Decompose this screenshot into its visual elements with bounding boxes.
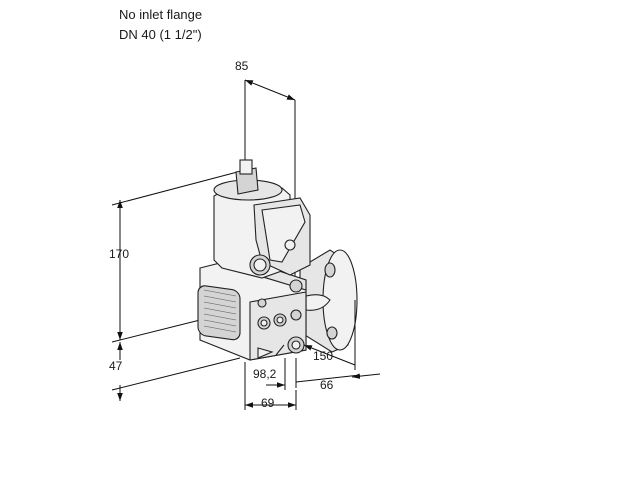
outlet-flange [299,249,358,353]
caption-line-2: DN 40 (1 1/2") [119,27,202,42]
valve-body [197,257,307,361]
dimension-170-label: 170 [109,247,129,261]
dimension-150-label: 150 [313,349,333,363]
dimension-98-2-label: 98,2 [253,367,277,381]
dimension-98-2: 98,2 [253,358,286,390]
dimension-69: 69 [244,362,297,410]
actuator-housing [213,159,311,279]
dimension-150: 150 [303,300,356,370]
caption-line-1: No inlet flange [119,7,203,22]
dimension-170: 170 [109,169,246,343]
dimension-85-label: 85 [235,59,249,73]
dimension-47-label: 47 [109,359,123,373]
dimension-69-label: 69 [261,396,275,410]
dimension-66: 66 [295,358,381,392]
dimension-66-label: 66 [320,378,334,392]
dimension-47: 47 [109,342,241,401]
